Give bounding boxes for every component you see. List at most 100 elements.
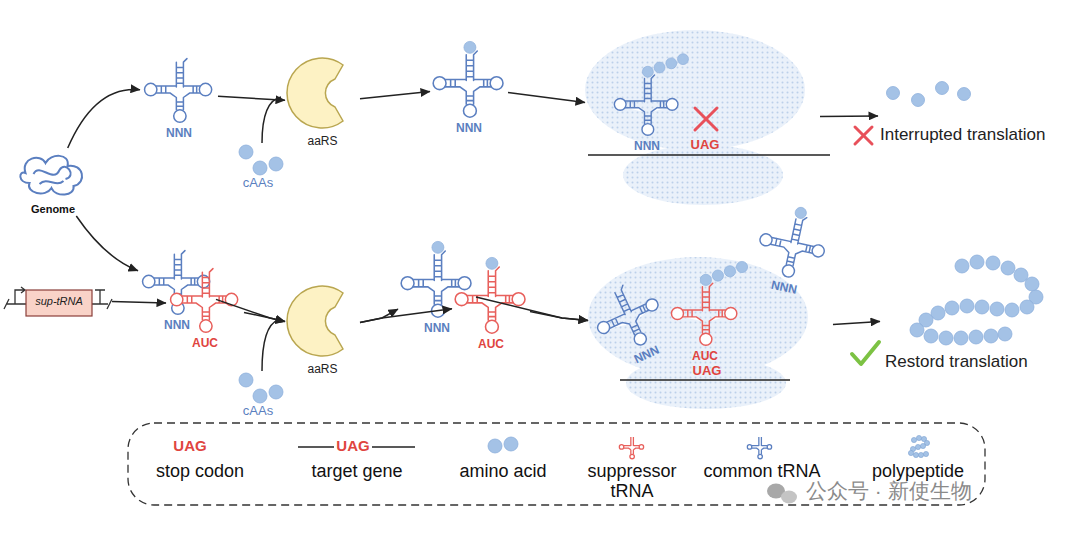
gene-shape: [95, 290, 105, 304]
amino-acid: [654, 62, 665, 73]
trna-shape: [512, 293, 525, 306]
node-text: Interrupted translation: [880, 125, 1078, 145]
trna-shape: [596, 280, 656, 343]
polypeptide-chain: [990, 302, 1004, 316]
text-label: cAAs: [228, 176, 288, 191]
trna-shape: [632, 331, 648, 347]
mrna-line: [588, 154, 830, 155]
node-text: NNN: [607, 139, 687, 153]
trna-shape: [182, 269, 226, 320]
amino-acid: [712, 270, 723, 281]
flow-arrow: [820, 115, 878, 117]
charged-trna: NNN: [398, 240, 476, 335]
genome-icon: Genome: [15, 148, 91, 216]
node-text: AUC: [166, 336, 244, 350]
trna-shape: [700, 333, 712, 345]
trna-shape: [199, 83, 211, 95]
node-text: AUC: [666, 349, 744, 363]
blocked-mark: [855, 127, 872, 144]
polypeptide-sample: [915, 444, 920, 449]
trna-shape: [683, 283, 726, 333]
polypeptide-sample: [911, 437, 916, 442]
flow-arrow: [360, 309, 452, 323]
aars-enzyme: aaRS: [285, 283, 360, 378]
trna-shape: [140, 48, 218, 124]
legend-text: suppressor tRNA: [582, 461, 682, 501]
polypeptide-sample: [918, 452, 923, 457]
trna-shape: [433, 77, 446, 90]
trna-shape: [748, 198, 840, 287]
trna-shape: [614, 75, 678, 135]
polypeptide-chain: [931, 306, 945, 320]
polypeptide-chain: [984, 329, 998, 343]
flow-arrow: [112, 302, 166, 303]
amino-acid-cluster: [239, 145, 283, 403]
node-text: UAG: [683, 137, 727, 152]
trna-shape: [225, 293, 237, 305]
check-mark: [852, 342, 879, 364]
trna-shape: [642, 124, 654, 136]
trna-shape: [156, 59, 200, 110]
trna-shape: [413, 251, 459, 304]
watermark-icon: [767, 484, 785, 499]
legend-text: common tRNA: [687, 461, 837, 481]
common-trna-sample: [747, 437, 771, 459]
polypeptide-chain: [1005, 303, 1019, 317]
suppressor-trna-sample: [619, 437, 643, 459]
amino-acid: [432, 241, 444, 253]
trna-shape: [455, 267, 525, 333]
amino-acid-cluster: [253, 161, 267, 175]
target-gene-sample: [298, 446, 415, 447]
blocked-mark: [695, 108, 717, 130]
amino-acid-cluster: [253, 389, 267, 403]
text-label: 公众号 · 新使生物: [806, 479, 1056, 503]
trna-shape: [401, 251, 471, 317]
polypeptide-chain: [1001, 261, 1015, 275]
polypeptide-chain: [975, 300, 989, 314]
blocked-mark: [695, 108, 717, 130]
flow-arrow: [360, 309, 398, 323]
trna-shape: [644, 297, 660, 313]
legend-text: polypeptide: [853, 461, 983, 481]
amino-acid-cluster: [269, 157, 283, 171]
amino-acid: [700, 274, 711, 285]
polypeptide-sample: [924, 440, 929, 445]
watermark-icon: [781, 491, 797, 504]
polypeptide-chain: [910, 323, 924, 337]
joining-curve: [262, 97, 281, 143]
polypeptide-sample: [916, 435, 921, 440]
free-amino-acids: [936, 82, 949, 95]
trna-shape: [754, 209, 831, 283]
flow-arrow: [244, 312, 285, 321]
polypeptide-chain: [1029, 290, 1043, 304]
trna-shape: [614, 98, 626, 110]
common-trna-sample: [751, 437, 767, 454]
trna-shape: [485, 320, 498, 333]
ribosome-shape: [623, 145, 783, 205]
trna-shape: [166, 258, 244, 334]
legend-text: stop codon: [125, 461, 275, 481]
polypeptide-sample: [923, 451, 928, 456]
trna-shape: [767, 211, 819, 269]
trna-shape: [445, 51, 491, 104]
node-text: UAG: [685, 363, 729, 378]
amino-acid-cluster: [239, 373, 253, 387]
gene-construct: sup-tRNA: [4, 278, 112, 322]
flow-arrow: [360, 92, 430, 99]
trna-shape: [607, 65, 687, 137]
node-text: aaRS: [275, 134, 370, 148]
suppressor-trna-sample: [630, 454, 634, 458]
polypeptide-chain: [1025, 277, 1039, 291]
polypeptide-chain: [986, 256, 1000, 270]
flow-arrow: [508, 93, 585, 103]
trna-shape: [431, 304, 444, 317]
polypeptide-chain: [939, 331, 953, 345]
gene-shape: [15, 287, 25, 304]
text-label: cAAs: [228, 404, 288, 419]
trna-shape: [759, 233, 773, 247]
node-text: NNN: [430, 121, 508, 135]
polypeptide-sample: [908, 450, 913, 455]
suppressor-trna-sample: [623, 437, 639, 454]
